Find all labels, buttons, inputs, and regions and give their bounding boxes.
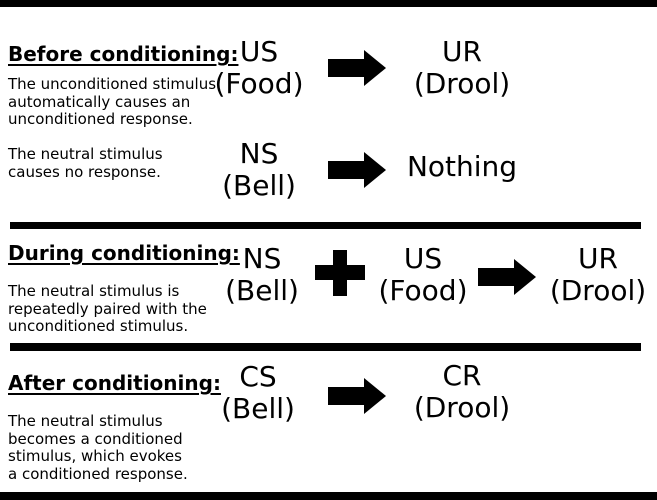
top-border-bar (0, 0, 657, 7)
right-arrow-icon (328, 50, 386, 86)
before-conditioning-title: Before conditioning: (8, 42, 239, 66)
stimulus-us-food: US (Food) (189, 36, 329, 100)
during-description: The neutral stimulus is repeatedly paire… (8, 282, 207, 335)
result-ur-drool: UR (Drool) (392, 36, 532, 100)
stimulus-us-food: US (Food) (353, 243, 493, 307)
result-nothing: Nothing (406, 150, 518, 183)
result-abbr: CR (442, 359, 482, 392)
during-conditioning-title: During conditioning: (8, 241, 240, 265)
right-arrow-icon (328, 378, 386, 414)
stimulus-abbr: NS (242, 242, 282, 275)
section-divider (10, 222, 641, 229)
stimulus-name: (Bell) (225, 274, 299, 307)
after-conditioning-title: After conditioning: (8, 371, 221, 395)
right-arrow-icon (328, 152, 386, 188)
result-ur-drool: UR (Drool) (538, 243, 657, 307)
result-name: (Drool) (413, 67, 511, 100)
result-name: (Drool) (549, 274, 647, 307)
result-cr-drool: CR (Drool) (392, 360, 532, 424)
stimulus-cs-bell: CS (Bell) (188, 361, 328, 425)
result-abbr: UR (578, 242, 618, 275)
stimulus-abbr: US (403, 242, 443, 275)
stimulus-ns-bell: NS (Bell) (189, 138, 329, 202)
result-name: (Drool) (413, 391, 511, 424)
bottom-border-bar (0, 492, 657, 500)
stimulus-ns-bell: NS (Bell) (192, 243, 332, 307)
section-divider (10, 343, 641, 351)
stimulus-name: (Bell) (221, 392, 295, 425)
result-abbr: UR (442, 35, 482, 68)
before-description-2: The neutral stimulus causes no response. (8, 145, 163, 181)
stimulus-abbr: CS (239, 360, 277, 393)
plus-icon (315, 250, 365, 296)
before-description-1: The unconditioned stimulus automatically… (8, 75, 217, 128)
after-description: The neutral stimulus becomes a condition… (8, 412, 188, 483)
stimulus-abbr: NS (239, 137, 279, 170)
stimulus-name: (Food) (214, 67, 304, 100)
right-arrow-icon (478, 259, 536, 295)
stimulus-abbr: US (239, 35, 279, 68)
stimulus-name: (Bell) (222, 169, 296, 202)
stimulus-name: (Food) (378, 274, 468, 307)
